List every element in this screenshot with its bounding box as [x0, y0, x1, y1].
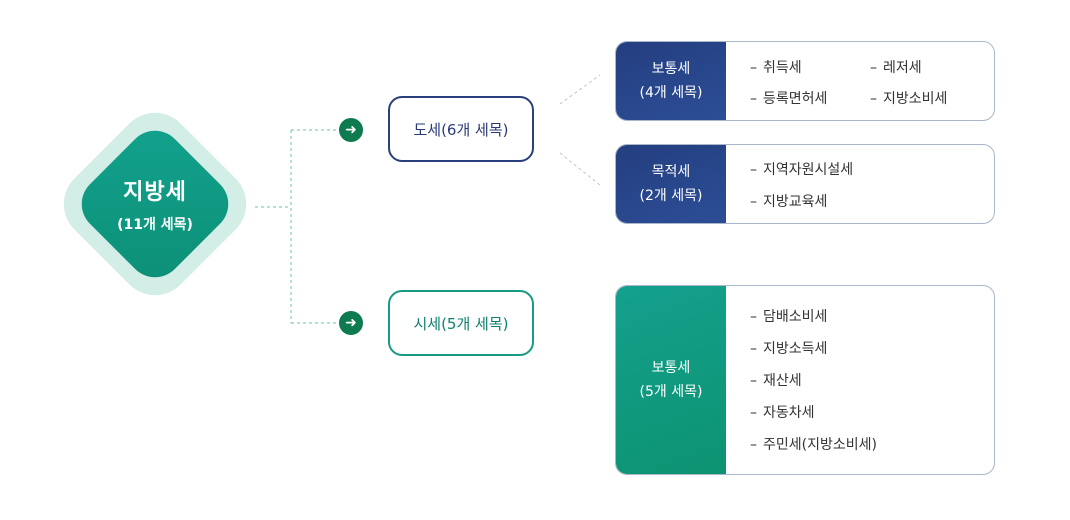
panel-head-title: 목적세	[651, 164, 691, 180]
arrow-right-icon: ➜	[339, 118, 363, 142]
panel-head: 보통세 (5개 세목)	[616, 286, 726, 474]
panel-head-sub: (5개 세목)	[639, 384, 703, 400]
list-item: –자동차세	[750, 405, 815, 421]
arrow-right-icon: ➜	[339, 311, 363, 335]
list-item: –담배소비세	[750, 309, 828, 325]
category-si-label: 시세(5개 세목)	[413, 314, 509, 333]
list-item: –지방소비세	[870, 91, 948, 107]
list-item: –지방교육세	[750, 194, 828, 210]
root-subtitle: (11개 세목)	[117, 217, 193, 233]
list-item: –레저세	[870, 60, 922, 76]
category-do-label: 도세(6개 세목)	[413, 120, 509, 139]
panel-head: 보통세 (4개 세목)	[616, 42, 726, 120]
panel-head-title: 보통세	[651, 360, 691, 376]
do-to-panel1-connector	[559, 74, 601, 105]
panel-head-title: 보통세	[651, 61, 691, 77]
list-item: –취득세	[750, 60, 802, 76]
list-item: –지방소득세	[750, 341, 828, 357]
panel-do-ordinary: 보통세 (4개 세목) –취득세 –레저세 –등록면허세 –지방소비세	[615, 41, 995, 121]
category-do: 도세(6개 세목)	[388, 96, 534, 162]
list-item: –지역자원시설세	[750, 162, 854, 178]
panel-do-purpose: 목적세 (2개 세목) –지역자원시설세 –지방교육세	[615, 144, 995, 224]
panel-si-ordinary: 보통세 (5개 세목) –담배소비세 –지방소득세 –재산세 –자동차세 –주민…	[615, 285, 995, 475]
panel-head-sub: (4개 세목)	[639, 85, 703, 101]
do-to-panel2-connector	[559, 152, 601, 186]
root-title: 지방세	[123, 180, 187, 205]
list-item: –재산세	[750, 373, 802, 389]
list-item: –등록면허세	[750, 91, 828, 107]
panel-head: 목적세 (2개 세목)	[616, 145, 726, 223]
panel-head-sub: (2개 세목)	[639, 188, 703, 204]
category-si: 시세(5개 세목)	[388, 290, 534, 356]
root-node: 지방세 (11개 세목)	[48, 97, 262, 311]
list-item: –주민세(지방소비세)	[750, 437, 877, 453]
